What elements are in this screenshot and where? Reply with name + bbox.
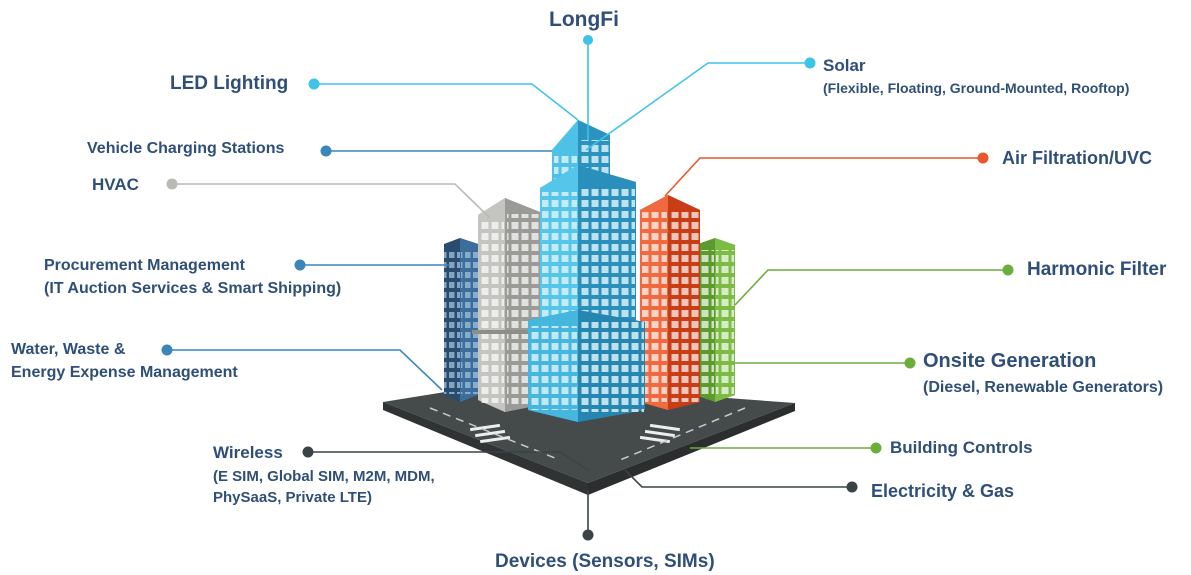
leader-lines xyxy=(167,40,1008,535)
building-main-tower xyxy=(528,120,645,422)
dot-devices xyxy=(582,529,594,541)
label-onsite-group: Onsite Generation (Diesel, Renewable Gen… xyxy=(923,350,1163,397)
label-wireless-sub2: PhySaaS, Private LTE) xyxy=(213,488,372,506)
label-vehicle-charging: Vehicle Charging Stations xyxy=(87,140,285,157)
label-water-line1: Water, Waste & xyxy=(11,341,126,358)
dot-water xyxy=(161,344,173,356)
line-air-filtration xyxy=(664,157,983,197)
label-procurement: Procurement Management xyxy=(44,257,245,274)
dot-wireless xyxy=(302,446,314,458)
dot-onsite-generation xyxy=(904,357,916,369)
building-orange xyxy=(640,195,700,410)
dot-procurement xyxy=(294,259,306,271)
dot-vehicle-charging xyxy=(320,145,332,157)
label-wireless-group: Wireless (E SIM, Global SIM, M2M, MDM, P… xyxy=(213,443,435,506)
dot-solar xyxy=(804,57,816,69)
dot-harmonic-filter xyxy=(1002,264,1014,276)
label-building-controls: Building Controls xyxy=(890,438,1033,457)
dot-electricity-gas xyxy=(846,481,858,493)
line-led-lighting xyxy=(314,83,579,121)
dot-hvac xyxy=(166,178,178,190)
label-procurement-sub: (IT Auction Services & Smart Shipping) xyxy=(44,280,342,298)
dot-building-controls xyxy=(870,442,882,454)
dot-led-lighting xyxy=(308,78,320,90)
endpoint-dots xyxy=(161,35,1014,541)
label-water-group: Water, Waste & Energy Expense Management xyxy=(11,341,238,383)
dot-longfi xyxy=(583,35,593,45)
line-solar xyxy=(585,62,810,151)
label-onsite-generation: Onsite Generation xyxy=(923,350,1097,372)
label-electricity-gas: Electricity & Gas xyxy=(871,481,1015,501)
label-solar-group: Solar (Flexible, Floating, Ground-Mounte… xyxy=(823,56,1129,96)
line-harmonic-filter xyxy=(734,269,1008,306)
label-wireless-sub1: (E SIM, Global SIM, M2M, MDM, xyxy=(213,467,435,485)
label-hvac: HVAC xyxy=(92,175,139,194)
dot-air-filtration xyxy=(977,152,989,164)
label-onsite-sub: (Diesel, Renewable Generators) xyxy=(923,379,1164,396)
building-green xyxy=(695,238,735,402)
label-harmonic-filter: Harmonic Filter xyxy=(1027,259,1167,280)
line-hvac xyxy=(172,183,491,219)
label-air-filtration: Air Filtration/UVC xyxy=(1002,148,1153,168)
building-dark-blue xyxy=(444,238,478,402)
label-solar: Solar xyxy=(823,56,866,75)
label-led-lighting: LED Lighting xyxy=(170,73,289,94)
label-longfi: LongFi xyxy=(549,8,619,31)
line-wireless xyxy=(308,451,589,471)
label-devices: Devices (Sensors, SIMs) xyxy=(495,551,715,572)
label-procurement-group: Procurement Management (IT Auction Servi… xyxy=(44,257,341,299)
label-water-line2: Energy Expense Management xyxy=(11,364,238,382)
line-water xyxy=(167,349,443,391)
label-solar-sub: (Flexible, Floating, Ground-Mounted, Roo… xyxy=(823,79,1130,96)
label-wireless: Wireless xyxy=(213,443,283,462)
line-electricity-gas xyxy=(624,469,852,488)
